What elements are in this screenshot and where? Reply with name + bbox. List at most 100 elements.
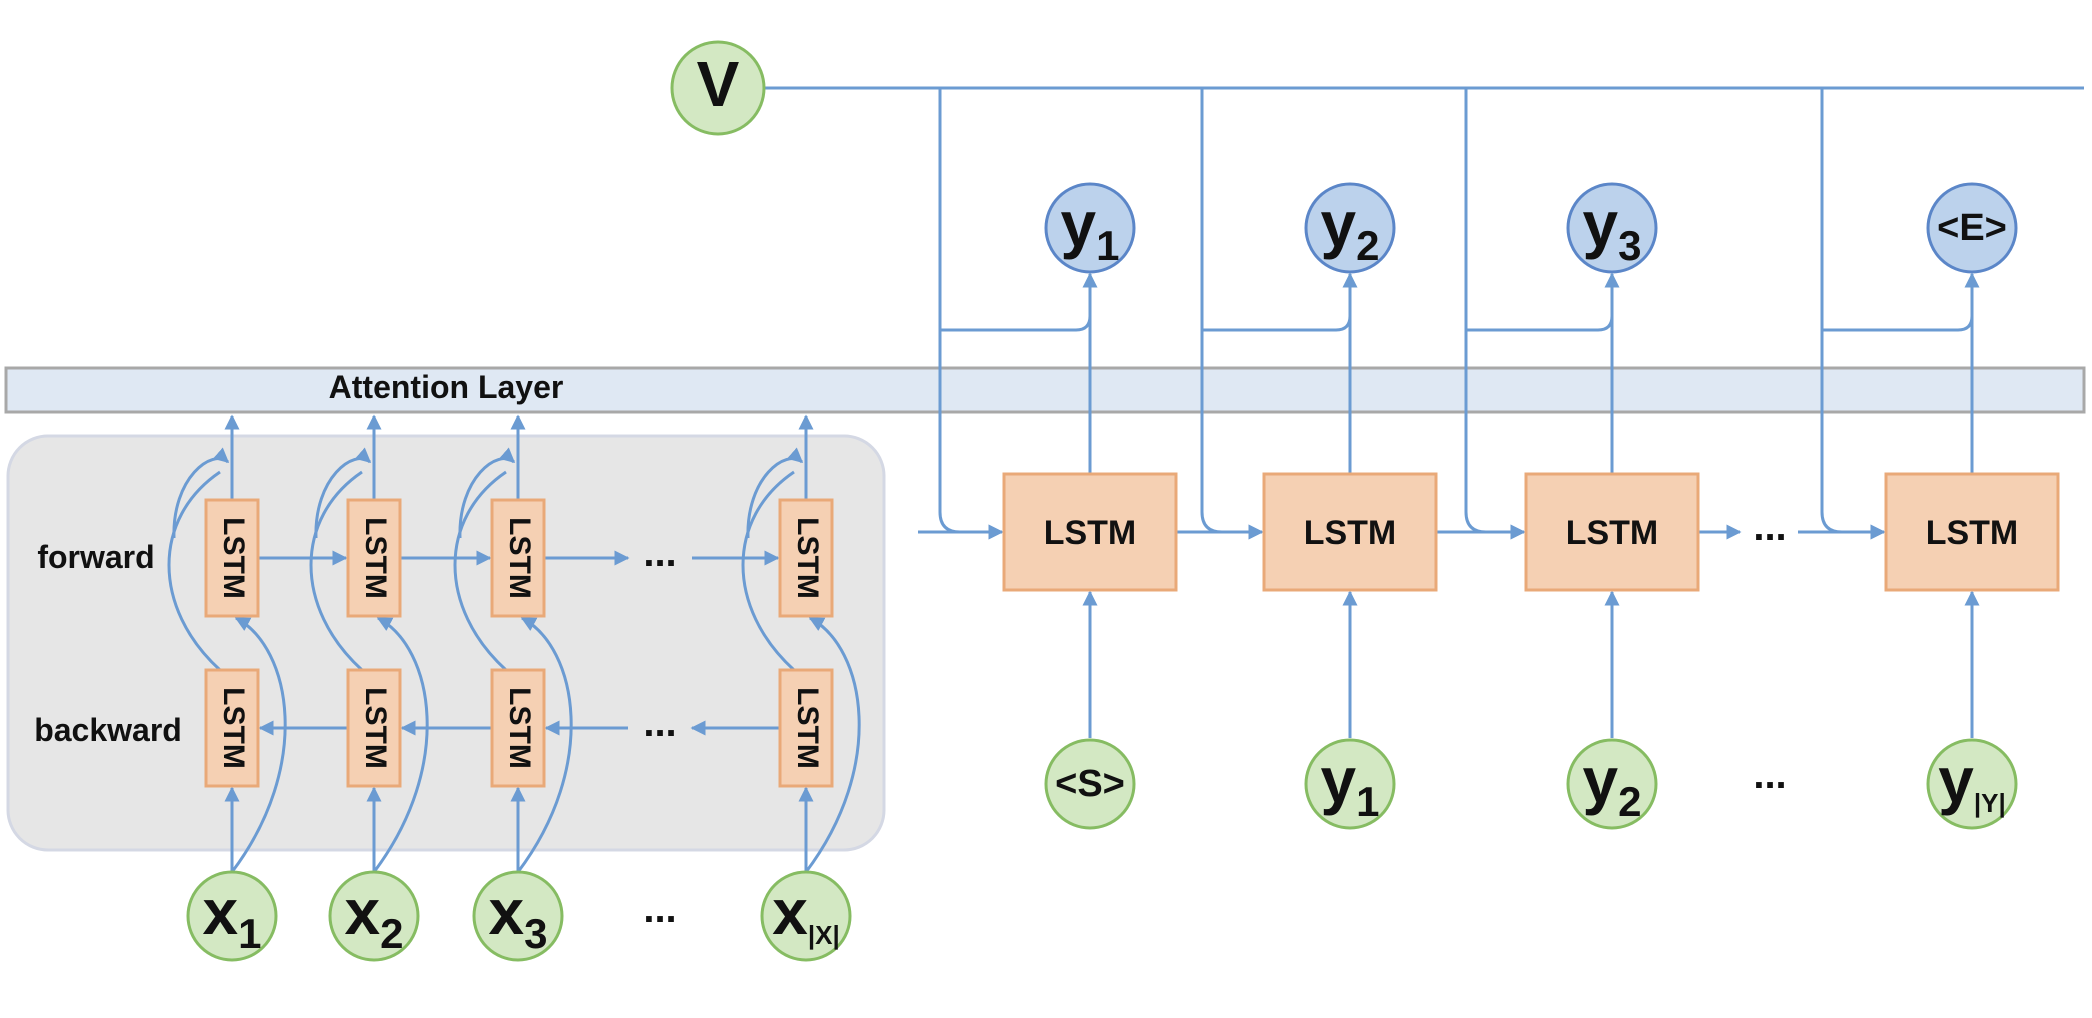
nodes: LSTMLSTMx1LSTMLSTMx2LSTMLSTMx3LSTMLSTMx|… [186,40,2060,962]
decoder-input-node: <S> [1044,738,1136,830]
backward-lstm-cell-label: LSTM [217,687,250,769]
encoder-input-node-circle [328,870,420,962]
enc-backward-to-attn-curve [746,447,804,539]
decoder-lstm-cell: LSTM [1002,472,1178,592]
encoder-input-node-label: x|X| [772,876,839,950]
decoder-input-node-label: y2 [1583,744,1642,825]
attention-layer-label: Attention Layer [329,369,564,405]
enc-back-to-attn-curve [741,470,796,672]
decoder-input-node-sub: 1 [1356,778,1379,825]
decoder-output-node: y2 [1304,182,1396,274]
decoder-output-node-label: y3 [1583,188,1642,269]
v-to-output-arrow [1202,272,1358,332]
decoder-output-node: <E> [1926,182,2018,274]
decoder-input-node-main: y [1321,744,1357,816]
decoder-lstm-cell-box [1002,472,1178,592]
encoder-input-node-main: x [203,876,239,948]
forward-lstm-cell-label: LSTM [359,517,392,599]
encoder-input-node-label: x2 [345,876,404,957]
backward-lstm-cell-label: LSTM [359,687,392,769]
decoder-input-node-label: <S> [1055,763,1125,805]
backward-lstm-cell: LSTM [346,668,402,788]
backward-lstm-cell-label: LSTM [791,687,824,769]
forward-lstm-cell-label: LSTM [217,517,250,599]
decoder-output-node-sub: 3 [1618,222,1641,269]
backward-lstm-cell-box [778,668,834,788]
encoder-input-node-circle [186,870,278,962]
connections [167,86,2084,873]
decoder-input-node-circle [1304,738,1396,830]
encoder-input-node-sub: 2 [380,910,403,957]
backward-lstm-cell-label: LSTM [503,687,536,769]
forward-lstm-cell-label: LSTM [503,517,536,599]
decoder-input-node-circle [1926,738,2018,830]
backward-label: backward [34,712,182,748]
enc-backward-to-attn-curve [458,447,516,539]
enc-input-to-forward-curve [804,616,861,873]
enc-backward-to-attn-curve [172,447,230,539]
decoder-lstm-cell-label: LSTM [1044,514,1137,552]
encoder-input-node-circle [472,870,564,962]
decoder-lstm-cell: LSTM [1884,472,2060,592]
attention-layer-bar [4,366,2086,414]
backward-lstm-cell-box [490,668,546,788]
decoder-output-node-circle [1304,182,1396,274]
forward-lstm-cell: LSTM [778,498,834,618]
decoder-output-node-main: <E> [1937,207,2007,249]
encoder-input-node-sub: 3 [524,910,547,957]
encoder-input-node-sub: |X| [808,920,840,950]
decoder-output-node: y1 [1044,182,1136,274]
decoder-input-node-main: y [1938,744,1974,816]
encoder-input-node: x|X| [760,870,852,962]
backward-lstm-cell-box [204,668,260,788]
forward-lstm-cell: LSTM [490,498,546,618]
encoder-input-node-label: x1 [203,876,262,957]
v-node-circle [670,40,766,136]
v-to-lstm-arrow [1464,88,1526,540]
encoder-input-node-main: x [489,876,525,948]
decoder-output-node-label: <E> [1937,207,2007,249]
forward-lstm-cell-box [490,498,546,618]
decoder-output-node-circle [1044,182,1136,274]
decoder-input-node-sub: 2 [1618,778,1641,825]
v-to-lstm-arrow [938,88,1004,540]
enc-backward-to-attn-curve [314,447,372,539]
v-to-output-arrow [940,272,1098,332]
decoder-output-node-label: y2 [1321,188,1380,269]
decoder-input-node-circle [1044,738,1136,830]
encoder-input-node-label: x3 [489,876,548,957]
backward-lstm-cell: LSTM [204,668,260,788]
v-node: V [670,40,766,136]
decoder-output-node-sub: 1 [1096,222,1119,269]
enc-input-to-forward-curve [230,616,287,873]
input-ellipsis: ... [643,887,676,931]
forward-lstm-cell-box [204,498,260,618]
decoder-output-node-circle [1926,182,2018,274]
v-node-main: V [697,48,740,120]
decoder-output-node-main: y [1321,188,1357,260]
backward-ellipsis: ... [643,701,676,745]
enc-back-to-attn-curve [453,470,508,672]
forward-label: forward [37,539,154,575]
forward-lstm-cell-box [778,498,834,618]
enc-back-to-attn-curve [167,470,222,672]
decoder-input-node-sub: |Y| [1974,788,2006,818]
decoder-lstm-cell-label: LSTM [1566,514,1659,552]
enc-back-to-attn-curve [309,470,364,672]
decoder-input-node-main: y [1583,744,1619,816]
decoder-input-node-label: y|Y| [1938,744,2005,818]
forward-ellipsis: ... [643,531,676,575]
v-to-lstm-arrow [1820,88,1886,540]
decoder-lstm-cell-box [1884,472,2060,592]
forward-lstm-cell-box [346,498,402,618]
decoder-output-node-sub: 2 [1356,222,1379,269]
decoder-lstm-cell-label: LSTM [1304,514,1397,552]
encoder-input-node-circle [760,870,852,962]
enc-input-to-forward-curve [372,616,429,873]
decoder-input-node: y|Y| [1926,738,2018,830]
backward-lstm-cell: LSTM [778,668,834,788]
decoder-output-node-circle [1566,182,1658,274]
encoder-input-node-main: x [345,876,381,948]
forward-lstm-cell-label: LSTM [791,517,824,599]
decoder-input-node: y1 [1304,738,1396,830]
